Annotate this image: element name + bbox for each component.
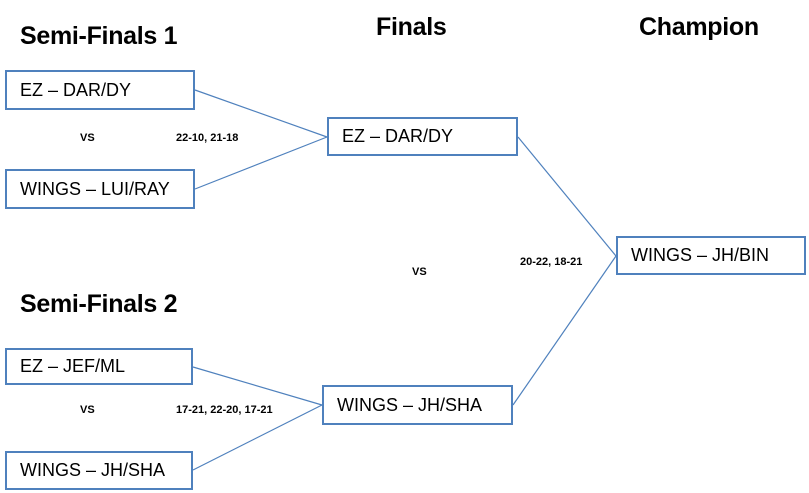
final-team-a-box: EZ – DAR/DY xyxy=(327,117,518,156)
sf1-team-a-box: EZ – DAR/DY xyxy=(5,70,195,110)
connector-sf2a-to-final xyxy=(192,366,323,406)
final-vs-label: VS xyxy=(412,266,427,278)
sf2-vs-label: VS xyxy=(80,404,95,416)
final-score: 20-22, 18-21 xyxy=(520,256,583,268)
sf1-team-b-box: WINGS – LUI/RAY xyxy=(5,169,195,209)
connector-sf1a-to-final xyxy=(194,89,328,138)
connector-final1-to-champion xyxy=(517,136,617,257)
connector-final2-to-champion xyxy=(512,255,617,406)
champion-box: WINGS – JH/BIN xyxy=(616,236,806,275)
sf1-score: 22-10, 21-18 xyxy=(176,132,239,144)
final-team-b-box: WINGS – JH/SHA xyxy=(322,385,513,425)
connector-sf2b-to-final xyxy=(192,404,323,471)
sf2-team-a-box: EZ – JEF/ML xyxy=(5,348,193,385)
heading-semi-finals-1: Semi-Finals 1 xyxy=(20,22,178,50)
connector-sf1b-to-final xyxy=(194,136,328,190)
heading-champion: Champion xyxy=(639,13,759,41)
sf2-team-b-box: WINGS – JH/SHA xyxy=(5,451,193,490)
sf1-vs-label: VS xyxy=(80,132,95,144)
heading-finals: Finals xyxy=(376,13,447,41)
heading-semi-finals-2: Semi-Finals 2 xyxy=(20,290,178,318)
sf2-score: 17-21, 22-20, 17-21 xyxy=(176,404,273,416)
